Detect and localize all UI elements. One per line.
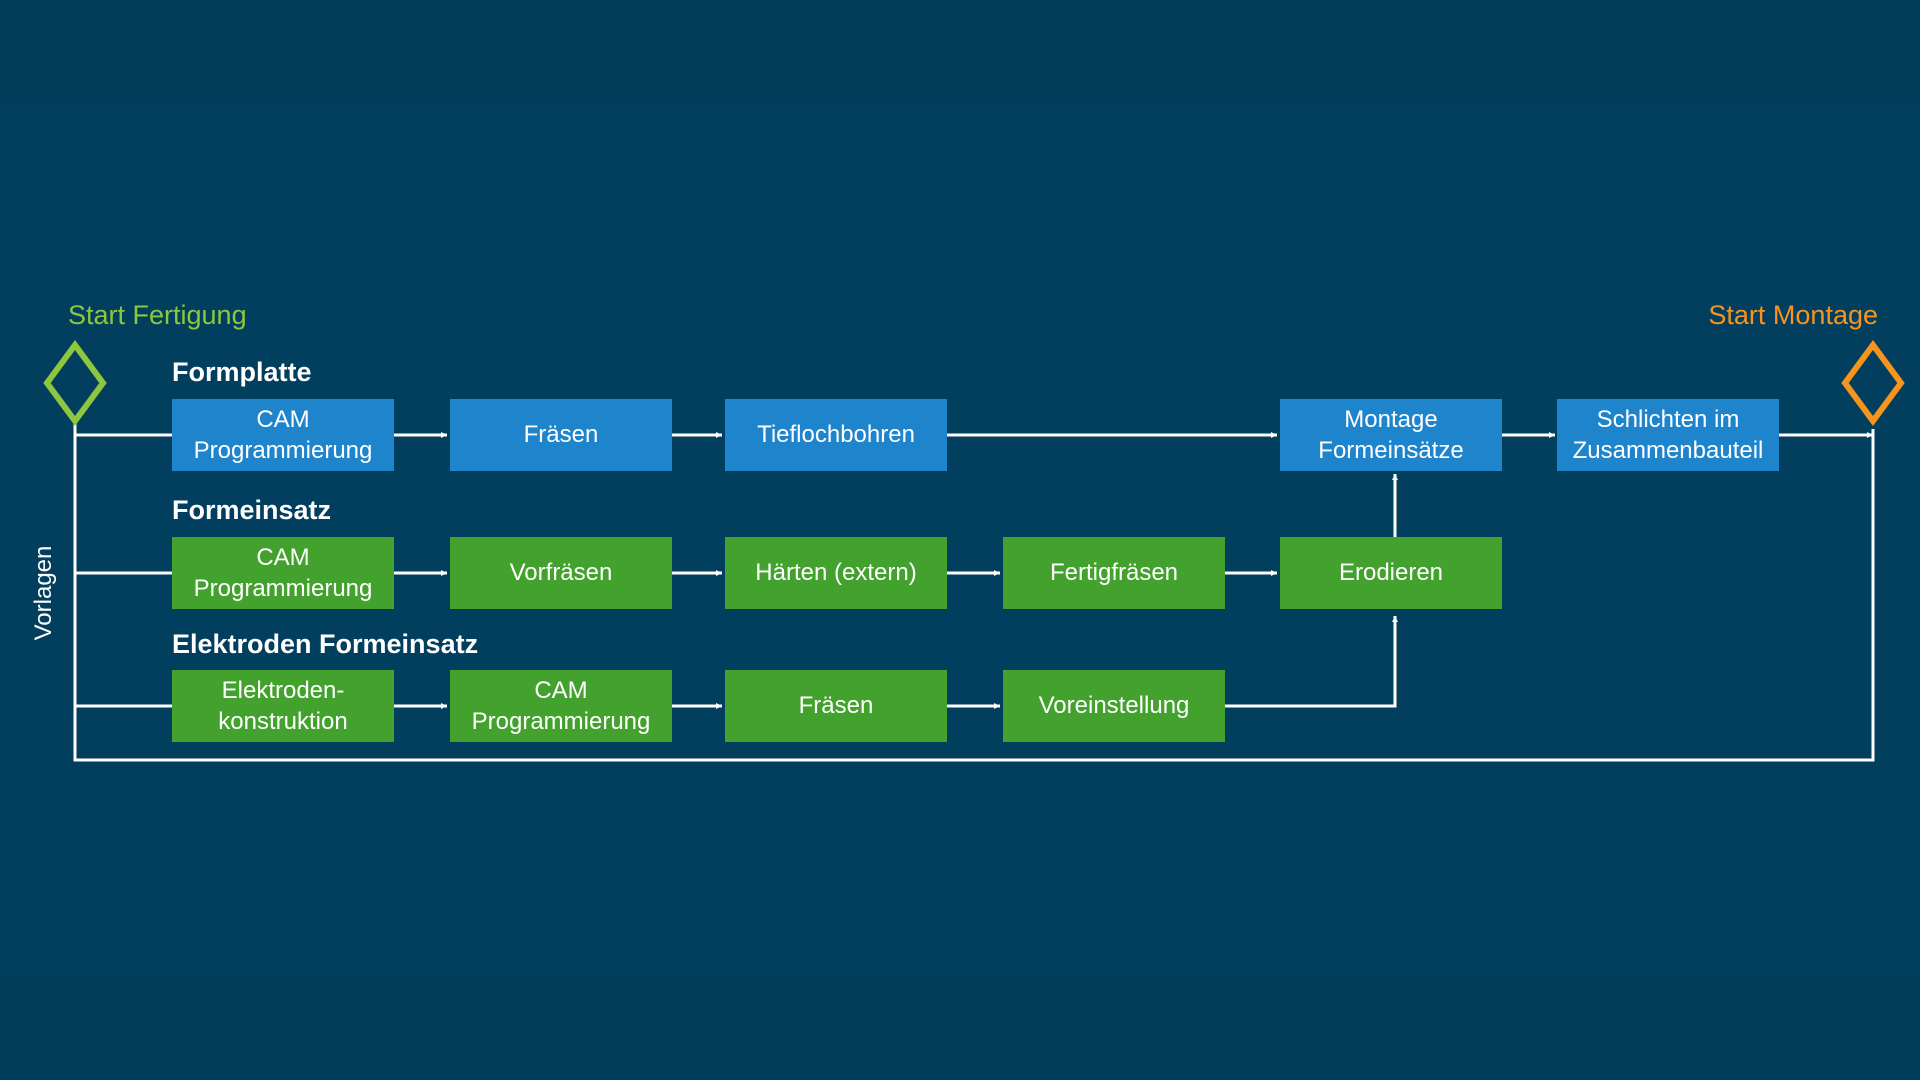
arrow-el4-to-fe5 — [1225, 616, 1398, 708]
step-formplatte-schlichten: Schlichten im Zusammenbauteil — [1557, 399, 1779, 471]
step-formplatte-tieflochbohren: Tieflochbohren — [725, 399, 947, 471]
start-fertigung-diamond — [43, 339, 107, 427]
section-title-formplatte: Formplatte — [172, 357, 312, 387]
vorlagen-rail — [73, 422, 1875, 762]
step-formplatte-fraesen: Fräsen — [450, 399, 672, 471]
step-formplatte-cam-programmierung: CAM Programmierung — [172, 399, 394, 471]
step-formeinsatz-fertigfraesen: Fertigfräsen — [1003, 537, 1225, 609]
section-title-elektroden-formeinsatz: Elektroden Formeinsatz — [172, 629, 479, 659]
step-formplatte-montage-formeinsaetze: Montage Formeinsätze — [1280, 399, 1502, 471]
step-formeinsatz-erodieren: Erodieren — [1280, 537, 1502, 609]
start-montage-diamond — [1841, 339, 1905, 427]
section-title-formeinsatz: Formeinsatz — [172, 495, 332, 525]
step-formeinsatz-cam-programmierung: CAM Programmierung — [172, 537, 394, 609]
step-formeinsatz-haerten: Härten (extern) — [725, 537, 947, 609]
step-elektroden-konstruktion: Elektroden- konstruktion — [172, 670, 394, 742]
vorlagen-label: Vorlagen — [30, 545, 57, 641]
start-montage-label: Start Montage — [1708, 300, 1878, 330]
step-elektroden-fraesen: Fräsen — [725, 670, 947, 742]
start-fertigung-label: Start Fertigung — [68, 300, 247, 330]
step-elektroden-cam-programmierung: CAM Programmierung — [450, 670, 672, 742]
step-elektroden-voreinstellung: Voreinstellung — [1003, 670, 1225, 742]
step-formeinsatz-vorfraesen: Vorfräsen — [450, 537, 672, 609]
